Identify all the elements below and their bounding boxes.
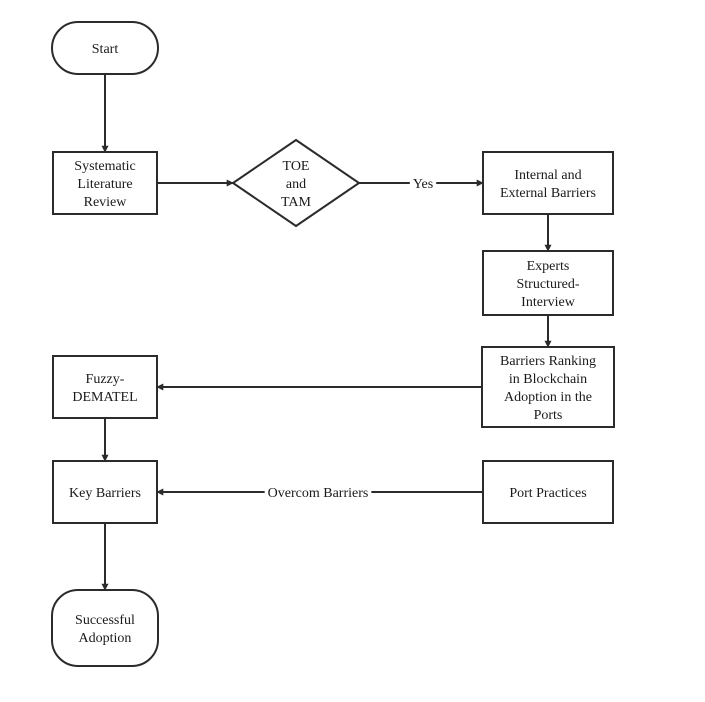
node-interview-text-line: Structured- (517, 277, 580, 292)
node-success-text-line: Adoption (79, 631, 132, 646)
terminal-shape (51, 589, 159, 667)
node-key: Key Barriers (52, 460, 158, 524)
edge-label-text: Overcom Barriers (268, 486, 369, 501)
node-ranking-text-line: Ports (534, 408, 563, 423)
node-decision-text-line: TAM (281, 195, 312, 210)
node-start: Start (51, 21, 159, 75)
node-barriers-text-line: Internal and (514, 168, 581, 183)
process-box (482, 151, 614, 215)
node-decision-text-line: TOE (283, 159, 310, 174)
node-dematel-text-line: DEMATEL (72, 390, 137, 405)
node-ranking-text-line: Barriers Ranking (500, 354, 596, 369)
process-box (481, 346, 615, 428)
decision-diamond (231, 138, 361, 228)
node-interview-text-line: Experts (527, 259, 570, 274)
node-key-text-line: Key Barriers (69, 486, 141, 501)
process-box (482, 250, 614, 316)
edge-label-background (409, 176, 437, 193)
node-ranking-text-line: in Blockchain (509, 372, 587, 387)
node-decision-text-line: and (286, 177, 306, 192)
edge-label-background (264, 485, 372, 502)
connectors (101, 74, 552, 591)
process-box (52, 460, 158, 524)
node-slr-text-line: Literature (77, 177, 132, 192)
node-barriers-text-line: External Barriers (500, 186, 596, 201)
edge-label-port-key: Overcom Barriers (264, 485, 372, 502)
process-box (52, 355, 158, 419)
node-slr-text-line: Systematic (74, 159, 135, 174)
node-port-text-line: Port Practices (509, 486, 586, 501)
node-start-text-line: Start (92, 42, 119, 57)
edge-label-text: Yes (413, 177, 433, 192)
process-box (482, 460, 614, 524)
node-interview-text-line: Interview (521, 295, 576, 310)
node-ranking-text-line: Adoption in the (504, 390, 592, 405)
terminal-shape (51, 21, 159, 75)
node-dematel: Fuzzy- DEMATEL (52, 355, 158, 419)
node-slr-text-line: Review (84, 195, 128, 210)
process-box (52, 151, 158, 215)
node-success-text-line: Successful (75, 613, 135, 628)
edge-label-decision-barriers: Yes (409, 176, 437, 193)
node-port: Port Practices (482, 460, 614, 524)
node-dematel-text-line: Fuzzy- (86, 372, 125, 387)
